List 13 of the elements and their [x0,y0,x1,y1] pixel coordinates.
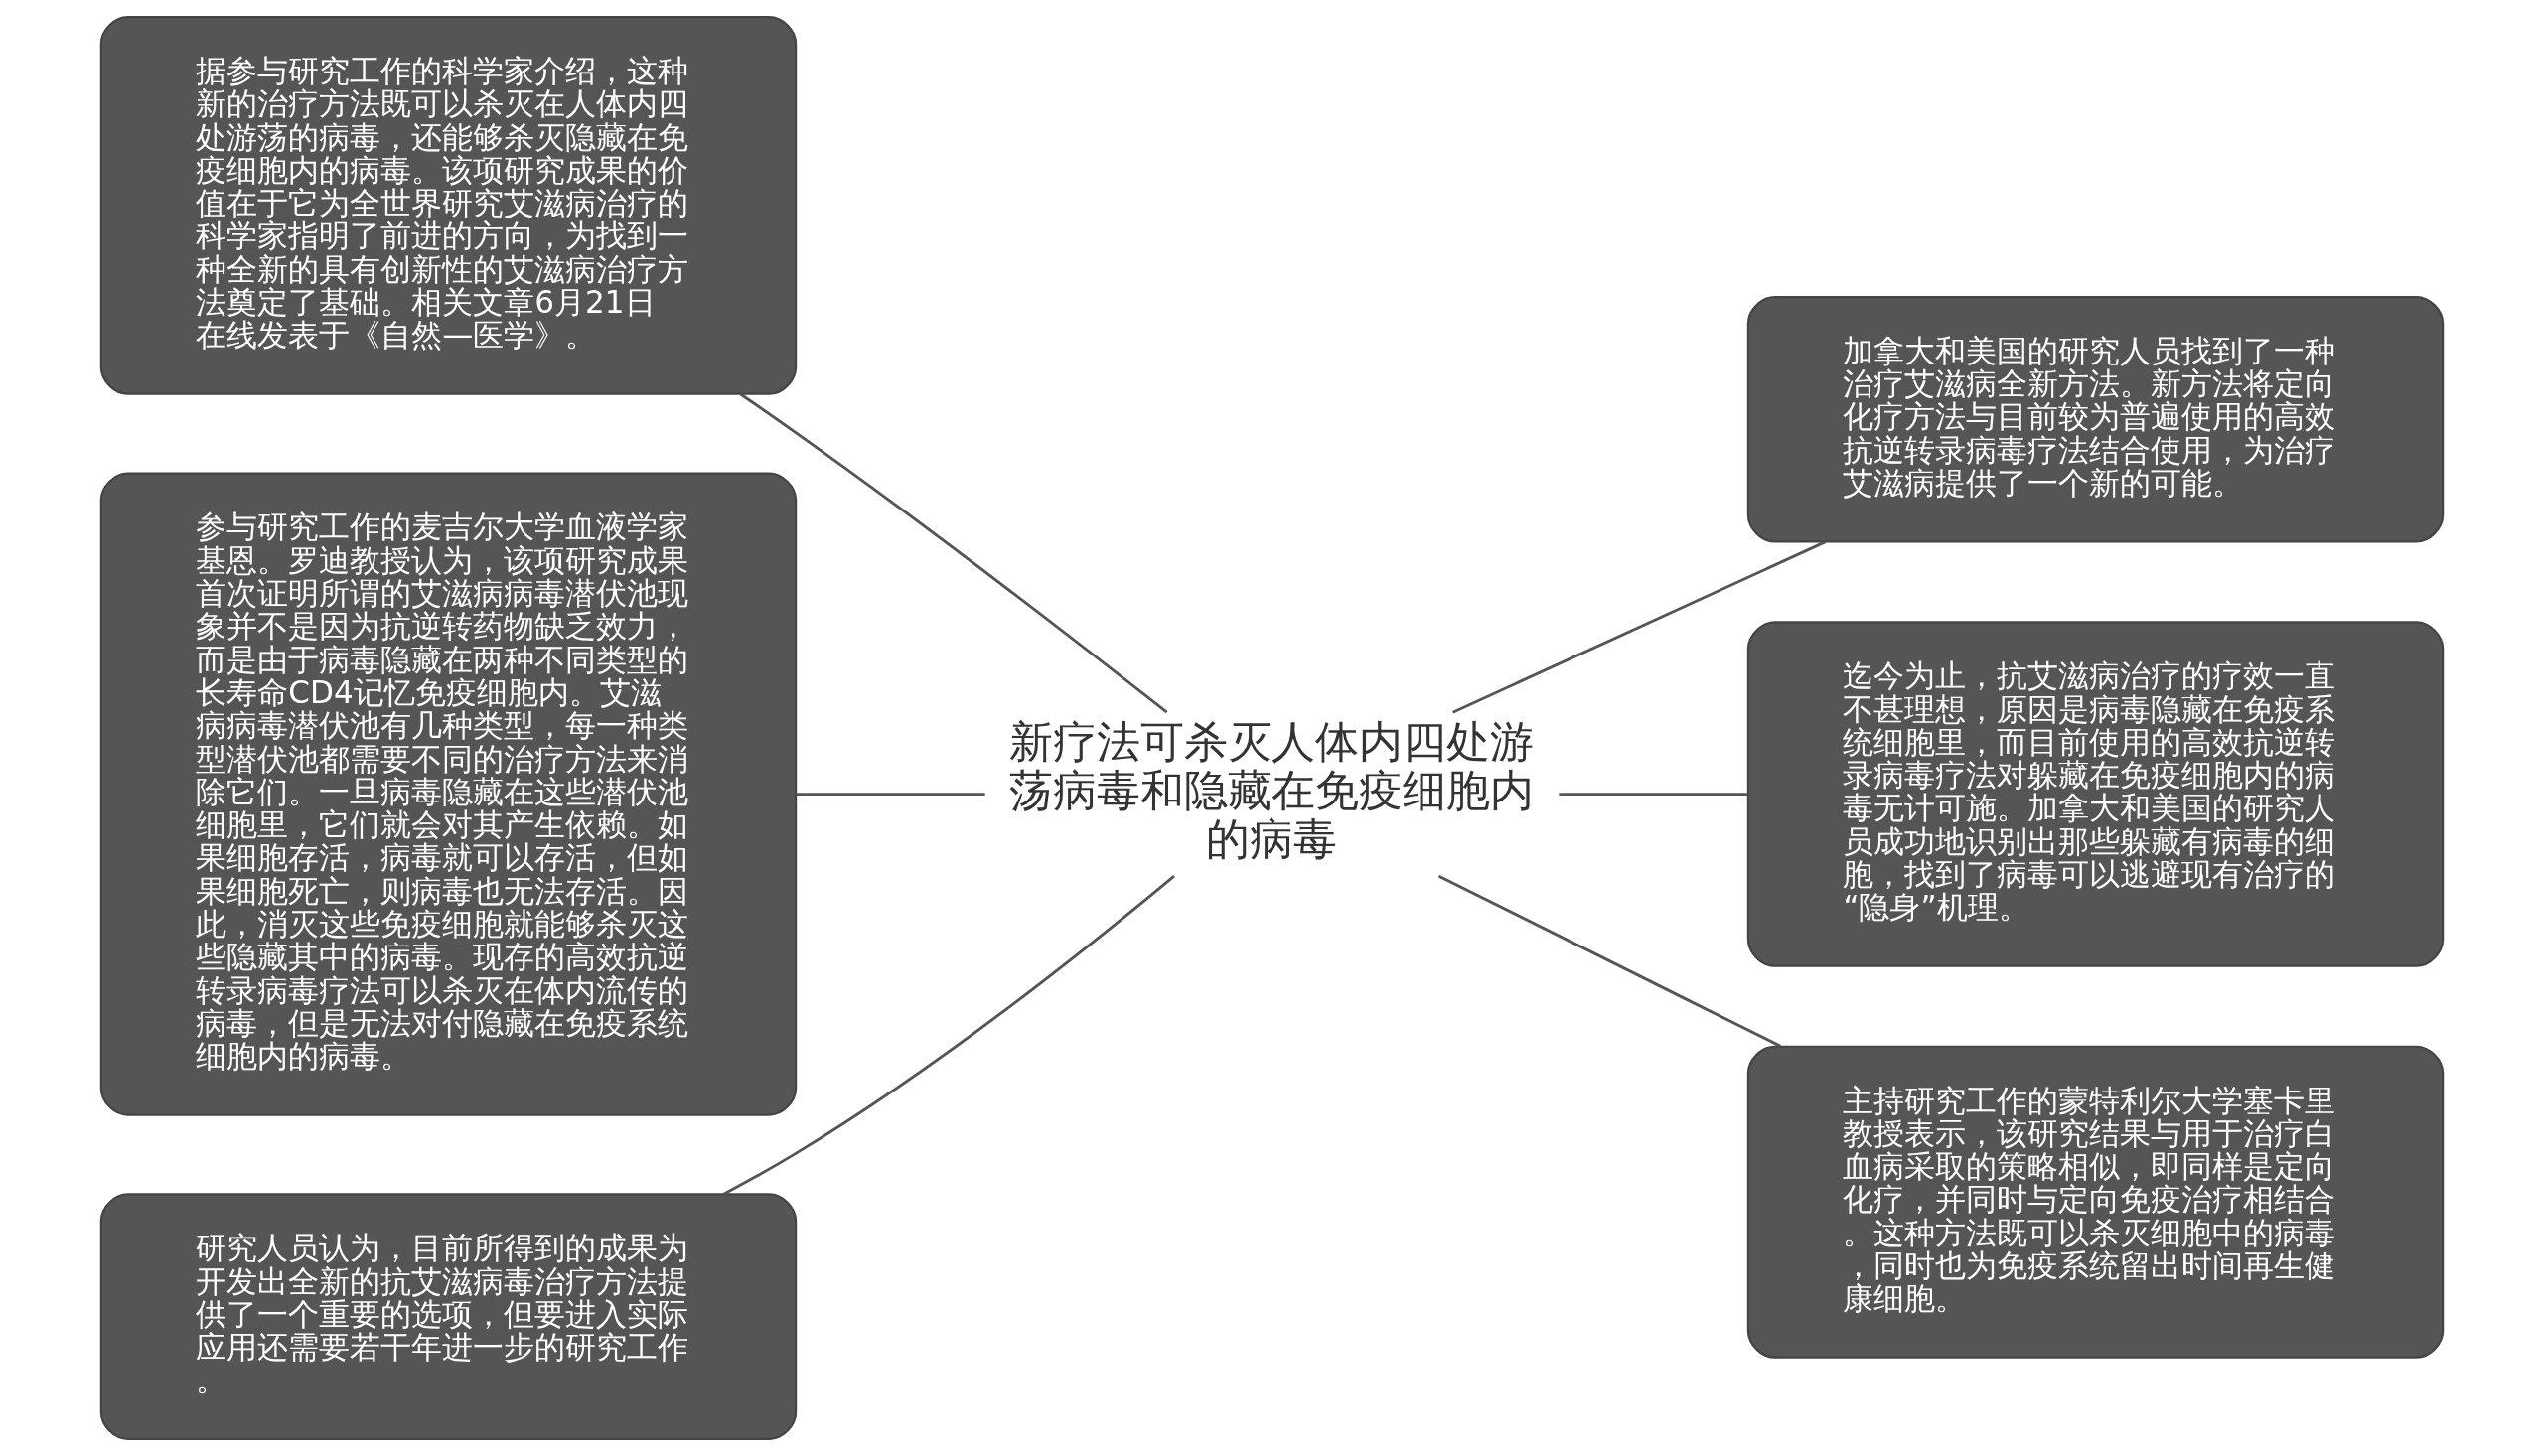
connector [1558,793,1748,797]
node-box: 据参与研究工作的科学家介绍，这种新的治疗方法既可以杀灭在人体内四处游荡的病毒，还能够杀灭隐藏在免疫细胞内的病毒。该项研究成果的价值在于它为全世界研究艾滋病治疗的科学家指明了前进的方向，为找到一种全新的具有创新性的艾滋病治疗方法奠定了基础。相关文章6月21日在线发表于《自然—医学》。 [99,16,797,395]
node-box: 主持研究工作的蒙特利尔大学塞卡里教授表示，该研究结果与用于治疗白血病采取的策略相似，即同样是定向化疗，并同时与定向免疫治疗相结合。这种方法既可以杀灭细胞中的病毒，同时也为免疫系统留出时间再生健康细胞。 [1746,1045,2444,1359]
connector [1437,874,1781,1048]
node-text: 新疗法可杀灭人体内四处游荡病毒和隐藏在免疫细胞内的病毒 [1009,715,1534,864]
connector [796,793,985,797]
node-box: 参与研究工作的麦吉尔大学血液学家基恩。罗迪教授认为，该项研究成果首次证明所谓的艾滋病病毒潜伏池现象并不是因为抗逆转药物缺乏效力，而是由于病毒隐藏在两种不同类型的长寿命CD4记忆免疫细胞内。艾滋病病毒潜伏池有几种类型，每一种类型潜伏池都需要不同的治疗方法来消除它们。一旦病毒隐藏在这些潜伏池细胞里，它们就会对其产生依赖。如果细胞存活，病毒就可以存活，但如果细胞死亡，则病毒也无法存活。因此，消灭这些免疫细胞就能够杀灭这些隐藏其中的病毒。现存的高效抗逆转录病毒疗法可以杀灭在体内流传的病毒，但是无法对付隐藏在免疫系统细胞内的病毒。 [99,472,797,1116]
node-box: 加拿大和美国的研究人员找到了一种治疗艾滋病全新方法。新方法将定向化疗方法与目前较为普遍使用的高效抗逆转录病毒疗法结合使用，为治疗艾滋病提供了一个新的可能。 [1746,295,2444,543]
node-box: 研究人员认为，目前所得到的成果为开发出全新的抗艾滋病毒治疗方法提供了一个重要的选项，但要进入实际应用还需要若干年进一步的研究工作。 [99,1193,797,1440]
connector [1451,540,1826,714]
node-box: 迄今为止，抗艾滋病治疗的疗效一直不甚理想，原因是病毒隐藏在免疫系统细胞里，而目前使用的高效抗逆转录病毒疗法对躲藏在免疫细胞内的病毒无计可施。加拿大和美国的研究人员成功地识别出那些躲藏有病毒的细胞，找到了病毒可以逃避现有治疗的“隐身”机理。 [1746,621,2444,967]
connector [739,392,1168,714]
connector [722,874,1175,1196]
